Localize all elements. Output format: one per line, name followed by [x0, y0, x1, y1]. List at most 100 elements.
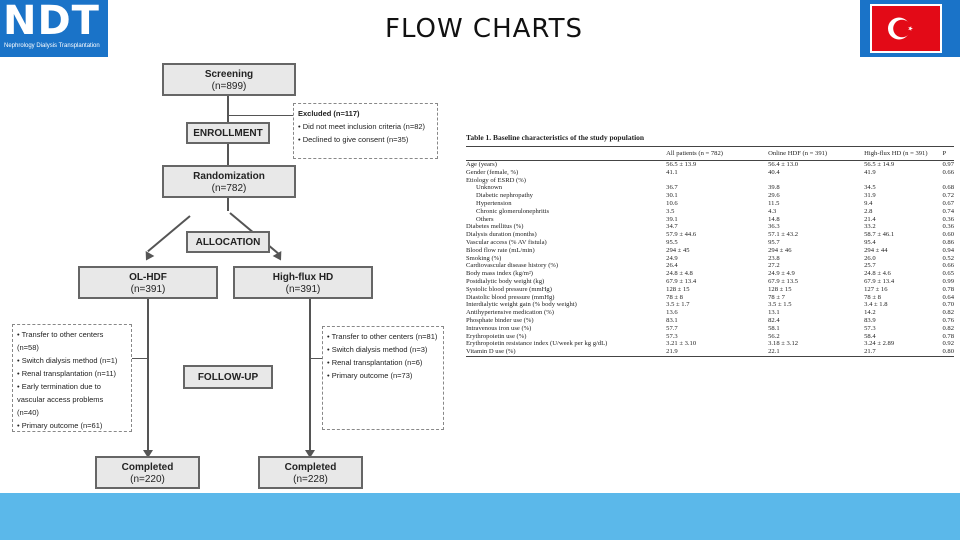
table-cell: 0.36	[942, 215, 954, 223]
left-loss-item: • Renal transplantation (n=11)	[17, 369, 117, 378]
ol-hdf-label: OL-HDF	[129, 272, 167, 283]
table-cell: Cardiovascular disease history (%)	[466, 262, 559, 270]
table-cell: Postdialytic body weight (kg)	[466, 277, 545, 285]
table-cell: 78 ± 8	[864, 293, 881, 301]
right-loss-item: • Transfer to other centers (n=81)	[327, 332, 438, 341]
right-losses-box: • Transfer to other centers (n=81) • Swi…	[322, 326, 444, 430]
table-cell: 56.2	[768, 332, 780, 340]
randomization-label: Randomization	[193, 171, 265, 182]
table-cell: 21.7	[864, 348, 876, 356]
table-cell: 3.5 ± 1.5	[768, 301, 792, 309]
table-cell: 30.1	[666, 192, 678, 200]
table-cell: 0.72	[942, 192, 954, 200]
table-caption-title: Baseline characteristics of the study po…	[493, 133, 645, 142]
enrollment-label: ENROLLMENT	[193, 128, 263, 139]
table-cell: 3.24 ± 2.89	[864, 340, 895, 348]
table-row: Erythropoietin resistance index (U/week …	[466, 340, 954, 348]
table-cell: Smoking (%)	[466, 254, 502, 262]
title-area: FLOW CHARTS	[108, 0, 860, 57]
table-cell: 58.4	[864, 332, 876, 340]
table-cell: 41.9	[864, 168, 876, 176]
table-cell: 0.74	[942, 207, 954, 215]
table-cell: 21.4	[864, 215, 876, 223]
left-losses-box: • Transfer to other centers (n=58) • Swi…	[12, 324, 132, 432]
table-header-cell	[466, 147, 666, 161]
table-cell: Vascular access (% AV fistula)	[466, 238, 547, 246]
table-cell: 0.97	[942, 161, 954, 168]
table-cell: 3.5	[666, 207, 675, 215]
table-cell: Hypertension	[476, 199, 512, 207]
table-cell: 39.8	[768, 184, 780, 192]
completed-right-box: Completed (n=228)	[258, 456, 363, 489]
table-cell: 4.3	[768, 207, 777, 215]
table-cell: 40.4	[768, 168, 780, 176]
completed-left-label: Completed	[121, 462, 174, 473]
table-cell: 0.78	[942, 332, 954, 340]
table-cell: 2.8	[864, 207, 873, 215]
table-cell: 58.1	[768, 324, 780, 332]
table-cell: Chronic glomerulonephritis	[476, 207, 550, 215]
table-cell: Age (years)	[466, 161, 497, 168]
table-cell: 13.1	[768, 309, 780, 317]
table-cell: 0.94	[942, 246, 954, 254]
table-cell: 34.7	[666, 223, 678, 231]
table-cell: 34.5	[864, 184, 876, 192]
table-cell: 95.4	[864, 238, 876, 246]
ol-hdf-count: (n=391)	[130, 284, 166, 295]
table-cell: 57.3	[666, 332, 678, 340]
table-cell: 83.9	[864, 316, 876, 324]
table-cell: 57.7	[666, 324, 678, 332]
table-cell: Body mass index (kg/m²)	[466, 270, 533, 278]
table-cell: 14.8	[768, 215, 780, 223]
table-row: Chronic glomerulonephritis 3.5 4.3 2.8 0.74	[466, 208, 954, 216]
table-cell: 0.76	[942, 316, 954, 324]
table-cell: 294 ± 46	[768, 246, 792, 254]
table-cell: 0.82	[942, 324, 954, 332]
table-cell: Vitamin D use (%)	[466, 348, 516, 356]
table-header-cell: All patients (n = 782)	[666, 150, 723, 157]
left-loss-item: • Primary outcome (n=61)	[17, 421, 103, 430]
table-cell: 14.2	[864, 309, 876, 317]
table-cell: Systolic blood pressure (mmHg)	[466, 285, 552, 293]
table-row: Erythropoietin use (%) 57.3 56.2 58.4 0.78	[466, 333, 954, 341]
table-caption: Table 1. Baseline characteristics of the…	[466, 133, 954, 142]
table-cell: 0.66	[942, 168, 954, 176]
follow-up-box: FOLLOW-UP	[183, 365, 273, 389]
left-loss-item: • Transfer to other centers (n=58)	[17, 330, 104, 352]
table-cell: Erythropoietin resistance index (U/week …	[466, 340, 608, 348]
table-cell: 24.9	[666, 254, 678, 262]
table-cell: 294 ± 45	[666, 246, 690, 254]
table-cell: Erythropoietin use (%)	[466, 332, 527, 340]
completed-left-count: (n=220)	[130, 474, 165, 485]
table-row: Interdialytic weight gain (% body weight…	[466, 301, 954, 309]
table-cell: Etiology of ESRD (%)	[466, 176, 526, 184]
table-cell: 24.9 ± 4.9	[768, 270, 795, 278]
right-loss-item: • Switch dialysis method (n=3)	[327, 345, 428, 354]
table-cell: Diabetes mellitus (%)	[466, 223, 524, 231]
table-cell: 10.6	[666, 199, 678, 207]
left-loss-item: • Switch dialysis method (n=1)	[17, 356, 118, 365]
table-cell: 82.4	[768, 316, 780, 324]
table-cell: 0.80	[942, 348, 954, 356]
table-cell: 0.67	[942, 199, 954, 207]
table-cell: 56.5 ± 14.9	[864, 161, 895, 168]
table-cell: 57.3	[864, 324, 876, 332]
screening-label: Screening	[204, 69, 254, 80]
randomization-box: Randomization (n=782)	[162, 165, 296, 198]
randomization-count: (n=782)	[211, 183, 247, 194]
turkey-flag-icon	[870, 4, 942, 53]
table-cell: 128 ± 15	[666, 285, 690, 293]
table-cell: 22.1	[768, 348, 780, 356]
table-cell: 0.99	[942, 277, 954, 285]
